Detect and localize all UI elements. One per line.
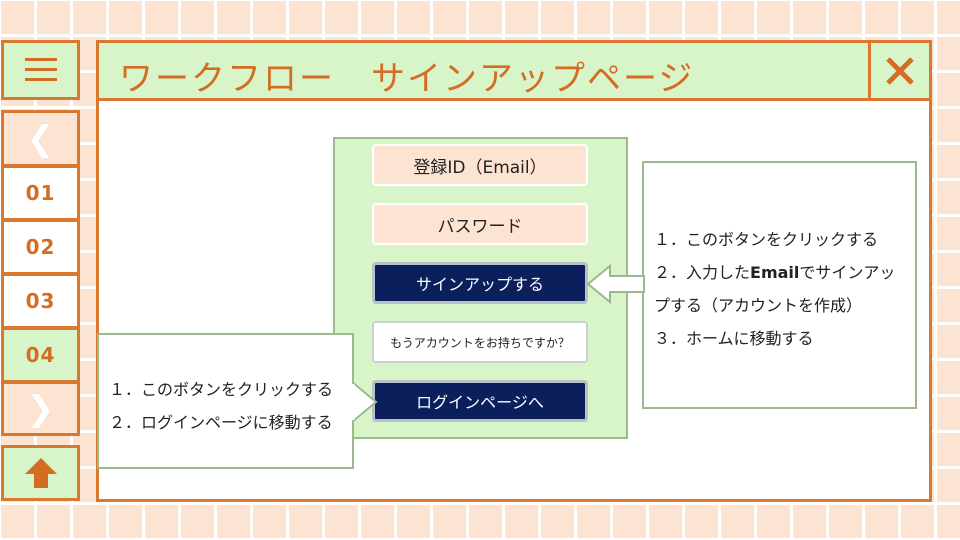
scroll-top-button[interactable] [1, 445, 80, 501]
sidebar-item-label: 03 [25, 289, 56, 313]
callout-line: ２．入力したEmailでサインアッ [654, 263, 896, 282]
sidebar-item-label: 04 [25, 343, 56, 367]
sidebar-nav: ❮ 01 02 03 04 ❯ [1, 110, 80, 436]
password-field-label: パスワード [437, 216, 523, 237]
login-callout: １．このボタンをクリックする ２．ログインページに移動する [97, 333, 354, 469]
signup-button[interactable]: サインアップする [372, 262, 588, 304]
signup-button-label: サインアップする [415, 275, 544, 294]
page-title: ワークフロー サインアップページ [119, 59, 695, 99]
hamburger-menu-icon [24, 58, 57, 81]
sidebar-item-label: 02 [25, 235, 56, 259]
callout-line: ３．ホームに移動する [654, 329, 814, 348]
sidebar-item-04[interactable]: 04 [4, 330, 77, 380]
callout-line: １．このボタンをクリックする [654, 230, 879, 249]
menu-button[interactable] [1, 40, 80, 100]
login-page-button[interactable]: ログインページへ [372, 380, 588, 422]
callout-arrow-right-icon [352, 380, 378, 424]
callout-line: １．このボタンをクリックする [109, 380, 334, 399]
chevron-left-icon: ❮ [26, 118, 55, 159]
callout-line: プする（アカウントを作成） [654, 296, 863, 315]
next-page-button[interactable]: ❯ [4, 384, 77, 433]
up-arrow-icon [24, 458, 57, 488]
callout-line: ２．ログインページに移動する [109, 413, 333, 432]
title-bar: ワークフロー サインアップページ [96, 40, 871, 101]
chevron-right-icon: ❯ [26, 388, 55, 429]
password-field[interactable]: パスワード [372, 203, 588, 245]
close-button[interactable] [868, 40, 932, 101]
close-icon [886, 56, 914, 85]
account-question-text: もうアカウントをお持ちですか？ [390, 335, 570, 350]
signup-callout: １．このボタンをクリックする ２．入力したEmailでサインアッ プする（アカウ… [642, 161, 917, 409]
prev-page-button[interactable]: ❮ [4, 113, 77, 164]
sidebar-item-01[interactable]: 01 [4, 168, 77, 218]
email-field[interactable]: 登録ID（Email） [372, 144, 588, 186]
sidebar-item-label: 01 [25, 181, 56, 205]
account-question: もうアカウントをお持ちですか？ [372, 321, 588, 363]
sidebar-item-03[interactable]: 03 [4, 276, 77, 326]
sidebar-item-02[interactable]: 02 [4, 222, 77, 272]
callout-arrow-left-icon [586, 264, 645, 304]
email-field-label: 登録ID（Email） [413, 157, 547, 178]
login-page-button-label: ログインページへ [416, 393, 544, 412]
